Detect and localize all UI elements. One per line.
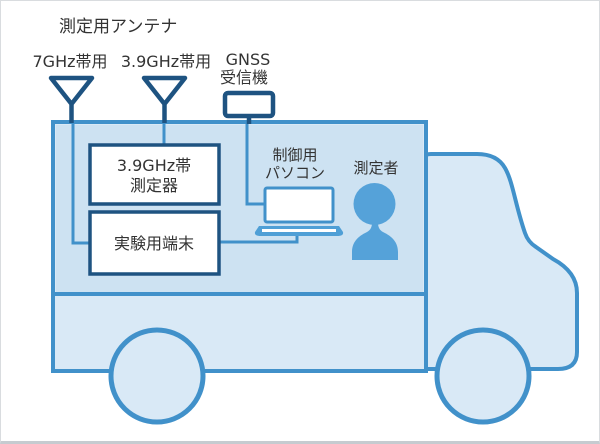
wheel-rear [108, 327, 206, 425]
pc-label-line2: パソコン [265, 164, 325, 182]
terminal-box [88, 210, 221, 276]
measurement-box-label-line2: 測定器 [130, 176, 178, 195]
wheel-front [434, 327, 532, 425]
antenna-7ghz-icon [48, 75, 95, 123]
measurement-device-box [88, 143, 221, 206]
gnss-label-line1: GNSS [226, 50, 271, 69]
terminal-box-label: 実験用端末 [114, 234, 194, 253]
person-label: 測定者 [353, 159, 398, 177]
truck-cab [424, 152, 579, 371]
pc-label-line1: 制御用 [272, 146, 317, 164]
gnss-label-line2: 受信機 [220, 68, 268, 87]
connector-gnss-laptop [245, 122, 265, 206]
laptop-icon [254, 186, 344, 236]
gnss-receiver-icon [222, 90, 276, 124]
connector-7ghz-terminal [71, 122, 90, 245]
person-icon [352, 183, 398, 260]
cargo-box-outline [51, 120, 428, 373]
antenna-7ghz-label: 7GHz帯用 [32, 52, 107, 71]
antenna-39ghz-icon [141, 75, 188, 123]
antenna-39ghz-label: 3.9GHz帯用 [121, 52, 211, 71]
measurement-box-label-line1: 3.9GHz帯 [117, 156, 191, 175]
antenna-group-label: 測定用アンテナ [59, 17, 177, 37]
connector-terminal-laptop [219, 235, 299, 244]
